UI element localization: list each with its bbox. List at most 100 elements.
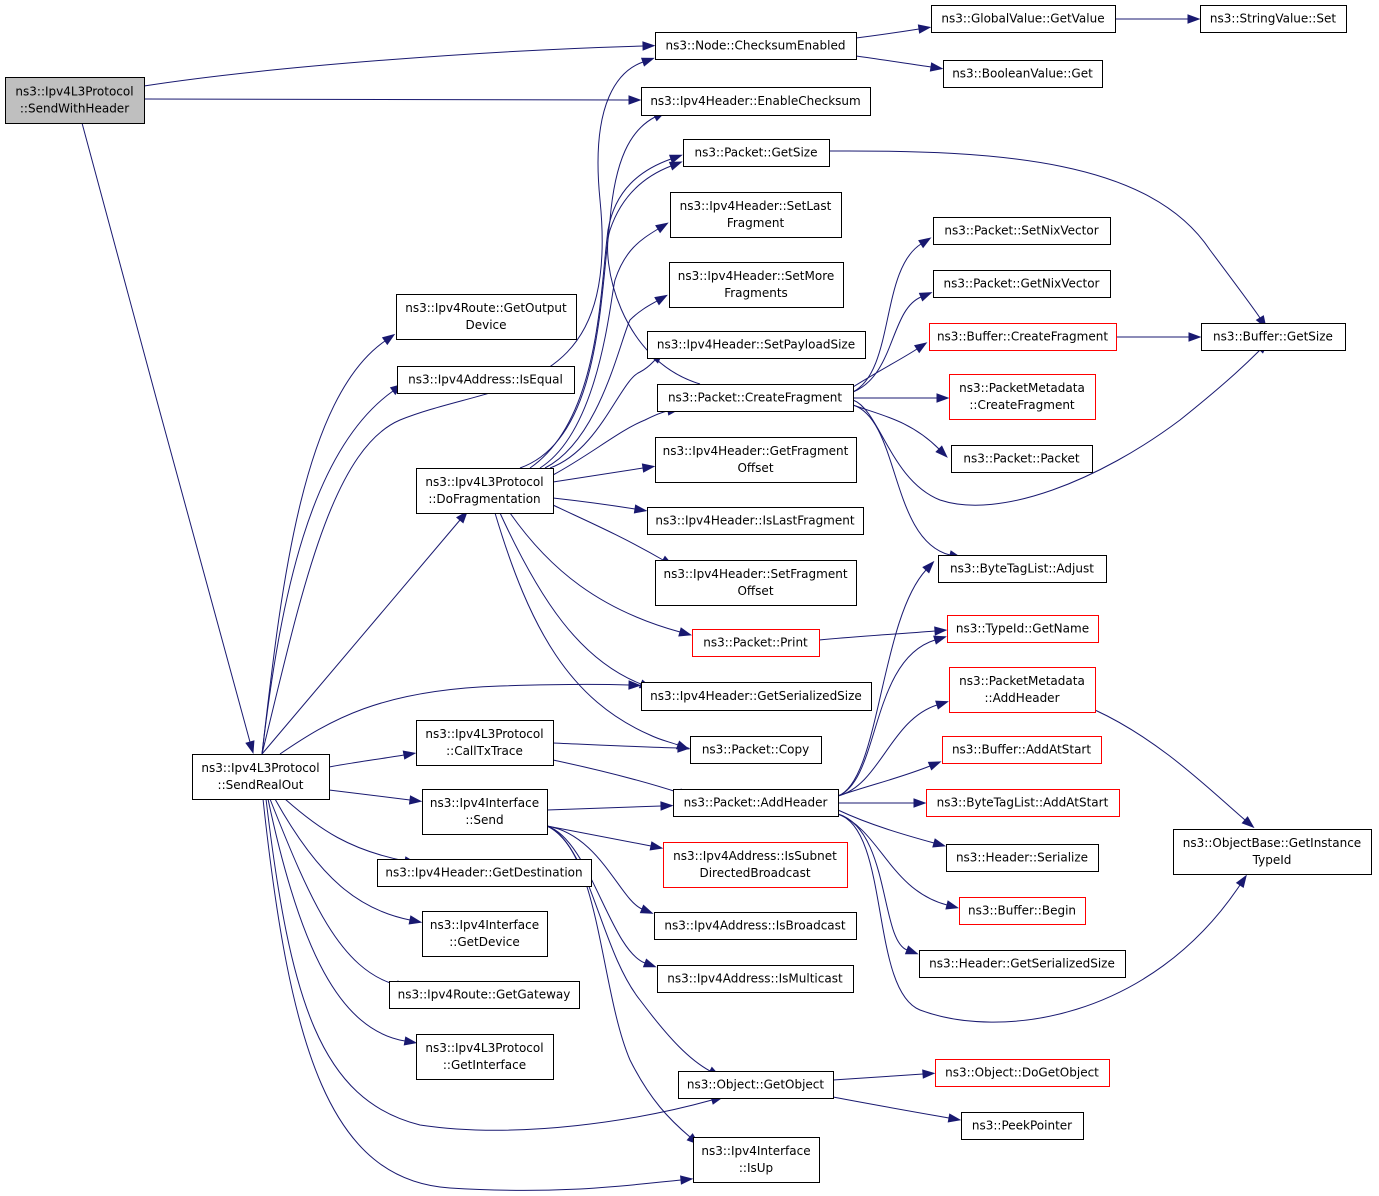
node-sendRealOut[interactable]: ns3::Ipv4L3Protocol::SendRealOut <box>192 754 330 800</box>
node-sendWithHeader[interactable]: ns3::Ipv4L3Protocol::SendWithHeader <box>5 77 145 124</box>
node-globalGetValue[interactable]: ns3::GlobalValue::GetValue <box>931 5 1116 33</box>
node-createFragment[interactable]: ns3::Packet::CreateFragment <box>657 384 854 412</box>
node-label-line: ns3::Ipv4Address::IsEqual <box>408 373 563 387</box>
node-box <box>397 366 575 394</box>
arrowhead <box>628 95 642 105</box>
edge-line <box>552 742 679 749</box>
node-label-line: ns3::Ipv4Address::IsMulticast <box>667 972 843 986</box>
node-box <box>933 217 1111 245</box>
node-label-line: ns3::Header::Serialize <box>956 851 1088 865</box>
arrowhead <box>654 294 668 306</box>
node-boolGet[interactable]: ns3::BooleanValue::Get <box>943 60 1103 88</box>
node-byteTagAddAtStart[interactable]: ns3::ByteTagList::AddAtStart <box>926 789 1120 817</box>
node-addHeader[interactable]: ns3::Packet::AddHeader <box>673 789 839 817</box>
edge-createFragment-to-metaCreateFragment <box>853 393 950 403</box>
arrowhead <box>927 761 942 771</box>
node-typeIdGetName[interactable]: ns3::TypeId::GetName <box>947 615 1099 643</box>
node-label-line: ns3::Ipv4Header::EnableChecksum <box>650 94 860 108</box>
node-box <box>192 754 330 800</box>
node-box <box>943 60 1103 88</box>
edge-line <box>529 158 672 469</box>
node-isMulticast[interactable]: ns3::Ipv4Address::IsMulticast <box>657 965 854 993</box>
node-label-line: ns3::PeekPointer <box>972 1119 1072 1133</box>
node-doFragmentation[interactable]: ns3::Ipv4L3Protocol::DoFragmentation <box>416 468 554 514</box>
node-isUp[interactable]: ns3::Ipv4Interface::IsUp <box>693 1137 820 1183</box>
node-checksumEnabled[interactable]: ns3::Node::ChecksumEnabled <box>655 32 857 60</box>
node-packetCtor[interactable]: ns3::Packet::Packet <box>951 445 1093 473</box>
edge-line <box>279 683 630 755</box>
node-getSerializedSize[interactable]: ns3::Ipv4Header::GetSerializedSize <box>641 682 872 711</box>
node-headerGetSerializedSize[interactable]: ns3::Header::GetSerializedSize <box>919 950 1126 978</box>
node-label-line: ns3::Ipv4Interface <box>701 1144 810 1158</box>
arrowhead <box>402 750 417 760</box>
edge-line <box>261 340 386 755</box>
node-enableChecksum[interactable]: ns3::Ipv4Header::EnableChecksum <box>641 87 871 116</box>
node-packetPrint[interactable]: ns3::Packet::Print <box>692 629 820 657</box>
edge-sendRealOut-to-ifaceGetDevice <box>274 798 423 925</box>
node-getNixVector[interactable]: ns3::Packet::GetNixVector <box>933 270 1111 298</box>
node-packetCopy[interactable]: ns3::Packet::Copy <box>690 736 822 764</box>
edge-line <box>552 467 644 483</box>
node-doGetObject[interactable]: ns3::Object::DoGetObject <box>935 1059 1110 1087</box>
node-box <box>647 507 864 535</box>
node-bufBegin[interactable]: ns3::Buffer::Begin <box>959 897 1086 925</box>
arrowhead <box>917 24 932 34</box>
arrowhead <box>929 62 944 72</box>
node-packetGetSize[interactable]: ns3::Packet::GetSize <box>683 139 830 167</box>
node-setPayloadSize[interactable]: ns3::Ipv4Header::SetPayloadSize <box>647 331 866 359</box>
edge-ifaceSend-to-isMulticast <box>546 825 657 968</box>
edge-addHeader-to-headerGetSerializedSize <box>837 813 919 955</box>
node-peekPointer[interactable]: ns3::PeekPointer <box>961 1112 1084 1140</box>
edge-line <box>284 798 406 862</box>
node-isLastFragment[interactable]: ns3::Ipv4Header::IsLastFragment <box>647 507 864 535</box>
arrowhead <box>628 680 642 690</box>
edge-line <box>494 512 679 746</box>
node-box <box>931 5 1116 33</box>
node-ifaceGetDevice[interactable]: ns3::Ipv4Interface::GetDevice <box>422 911 548 957</box>
arrowhead <box>642 41 656 51</box>
edge-checksumEnabled-to-boolGet <box>855 55 944 72</box>
node-isBroadcast[interactable]: ns3::Ipv4Address::IsBroadcast <box>654 912 857 940</box>
node-isSubnetDirected[interactable]: ns3::Ipv4Address::IsSubnetDirectedBroadc… <box>663 842 848 888</box>
node-isEqual[interactable]: ns3::Ipv4Address::IsEqual <box>397 366 575 394</box>
node-byteTagAdjust[interactable]: ns3::ByteTagList::Adjust <box>938 555 1107 583</box>
node-ifaceSend[interactable]: ns3::Ipv4Interface::Send <box>422 789 548 835</box>
node-box <box>5 77 145 124</box>
edge-line <box>328 754 405 768</box>
node-metaAddHeader[interactable]: ns3::PacketMetadata::AddHeader <box>949 667 1096 713</box>
edge-createFragment-to-setNixVector <box>852 237 932 393</box>
arrowhead <box>668 154 683 164</box>
node-getObject[interactable]: ns3::Object::GetObject <box>678 1071 834 1099</box>
arrowhead <box>403 1036 418 1046</box>
node-label-line: ns3::Packet::AddHeader <box>684 796 828 810</box>
node-box <box>1200 5 1347 33</box>
node-bufGetSize[interactable]: ns3::Buffer::GetSize <box>1201 323 1346 351</box>
arrowhead <box>245 740 255 754</box>
arrowhead <box>945 900 960 910</box>
node-callTxTrace[interactable]: ns3::Ipv4L3Protocol::CallTxTrace <box>416 720 554 766</box>
node-label-line: ::AddHeader <box>984 691 1059 705</box>
edge-line <box>837 813 948 906</box>
node-box <box>935 1059 1110 1087</box>
node-metaCreateFragment[interactable]: ns3::PacketMetadata::CreateFragment <box>949 374 1096 420</box>
node-getDestination[interactable]: ns3::Ipv4Header::GetDestination <box>377 859 592 887</box>
node-bufAddAtStart[interactable]: ns3::Buffer::AddAtStart <box>942 736 1102 764</box>
node-box <box>949 374 1096 420</box>
node-headerSerialize[interactable]: ns3::Header::Serialize <box>946 844 1099 872</box>
arrowhead <box>408 795 423 805</box>
node-setNixVector[interactable]: ns3::Packet::SetNixVector <box>933 217 1111 245</box>
node-label-line: ::DoFragmentation <box>428 492 540 506</box>
edge-line <box>837 813 908 951</box>
edge-metaAddHeader-to-getInstanceTypeId <box>1094 709 1255 829</box>
node-stringSet[interactable]: ns3::StringValue::Set <box>1200 5 1347 33</box>
node-bufCreateFragment[interactable]: ns3::Buffer::CreateFragment <box>929 323 1117 351</box>
node-getGateway[interactable]: ns3::Ipv4Route::GetGateway <box>389 981 580 1009</box>
node-getInterface[interactable]: ns3::Ipv4L3Protocol::GetInterface <box>416 1034 554 1080</box>
edge-line <box>269 798 398 986</box>
